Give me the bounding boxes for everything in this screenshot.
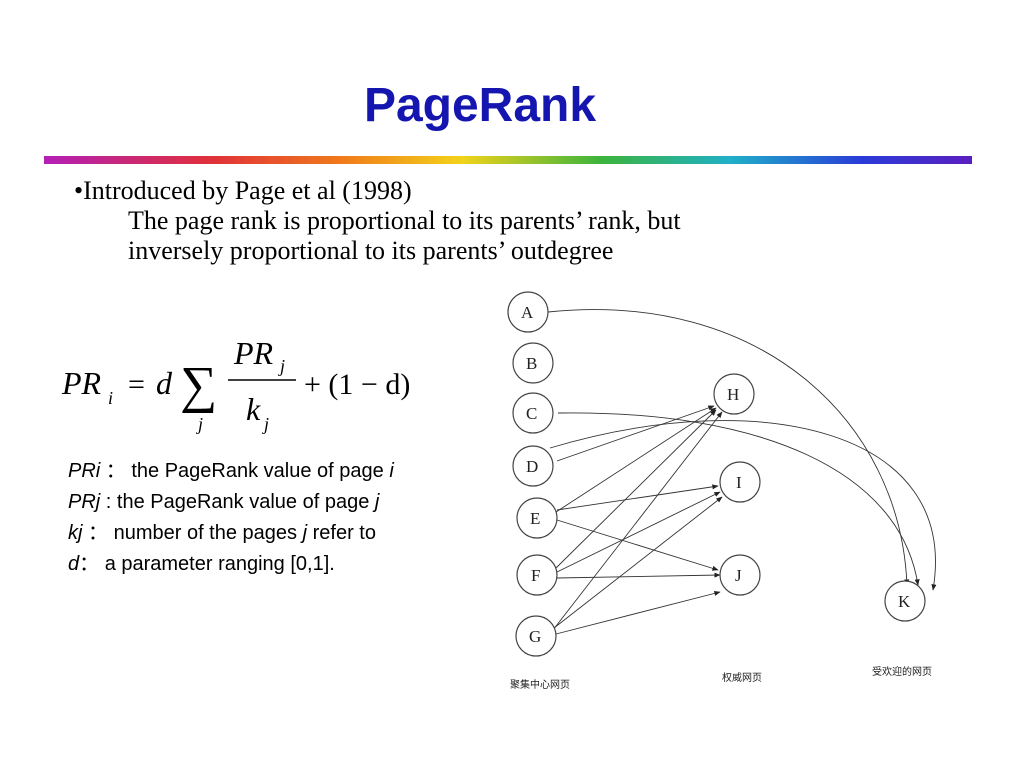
formula-sigma: ∑ bbox=[180, 357, 217, 414]
caption-popular-pages: 受欢迎的网页 bbox=[872, 665, 932, 678]
edge-a-k bbox=[547, 309, 910, 586]
edge-g-j bbox=[555, 590, 721, 635]
node-i: I bbox=[719, 461, 761, 503]
node-g: G bbox=[515, 615, 557, 657]
definition-kj: kj ： number of the pages j refer to bbox=[68, 522, 376, 544]
formula-lhs: PR bbox=[61, 365, 102, 401]
svg-text:C: C bbox=[526, 404, 537, 423]
edge-e-i bbox=[556, 484, 719, 511]
edge-f-j bbox=[556, 572, 721, 579]
formula-denominator-sub: j bbox=[262, 414, 269, 434]
svg-text:I: I bbox=[736, 473, 742, 492]
node-j: J bbox=[719, 554, 761, 596]
edge-g-h bbox=[552, 411, 723, 631]
node-f: F bbox=[516, 554, 558, 596]
slide-title: PageRank bbox=[363, 79, 597, 132]
pagerank-formula: PR i = d ∑ j PR j k j + (1 − d) bbox=[61, 335, 410, 434]
svg-text:F: F bbox=[531, 566, 540, 585]
bullet-body: The page rank is proportional to its par… bbox=[128, 206, 888, 266]
formula-equals: = bbox=[128, 368, 145, 401]
bullet-line-1: The page rank is proportional to its par… bbox=[128, 206, 681, 235]
formula-tail: + (1 − d) bbox=[304, 368, 410, 401]
node-b: B bbox=[512, 342, 554, 384]
svg-text:A: A bbox=[521, 303, 534, 322]
bullet-block: •Introduced by Page et al (1998) The pag… bbox=[74, 176, 888, 266]
link-graph-diagram: A B C D E F G H I J K 聚集中心网页 权威网页 受欢迎的网页 bbox=[507, 291, 937, 691]
node-e: E bbox=[516, 497, 558, 539]
title-divider bbox=[44, 156, 972, 164]
formula-denominator: k bbox=[246, 391, 261, 427]
formula-lhs-sub: i bbox=[108, 388, 113, 408]
svg-text:G: G bbox=[529, 627, 541, 646]
definition-prj: PRj : the PageRank value of page j bbox=[68, 491, 380, 513]
formula-numerator: PR bbox=[233, 335, 274, 371]
edge-d-h bbox=[556, 405, 715, 462]
formula-d: d bbox=[156, 365, 173, 401]
edge-e-h bbox=[555, 407, 717, 513]
caption-authority-pages: 权威网页 bbox=[722, 671, 762, 684]
edge-f-h bbox=[555, 409, 717, 569]
formula-sum-sub: j bbox=[196, 414, 203, 434]
node-k: K bbox=[884, 580, 926, 622]
edge-e-j bbox=[556, 519, 719, 571]
definitions: PRi ： the PageRank value of page i PRj :… bbox=[68, 456, 488, 580]
svg-text:D: D bbox=[526, 457, 538, 476]
edge-c-k bbox=[557, 412, 920, 586]
edge-f-i bbox=[556, 491, 721, 573]
node-h: H bbox=[713, 373, 755, 415]
bullet-line-2: inversely proportional to its parents’ o… bbox=[128, 236, 614, 265]
edge-d-k bbox=[549, 420, 937, 591]
bullet-heading: •Introduced by Page et al (1998) bbox=[74, 176, 412, 205]
svg-text:H: H bbox=[727, 385, 739, 404]
svg-text:J: J bbox=[735, 566, 742, 585]
graph-edges bbox=[547, 309, 937, 635]
node-c: C bbox=[512, 392, 554, 434]
formula-numerator-sub: j bbox=[278, 356, 285, 376]
definition-d: d： a parameter ranging [0,1]. bbox=[68, 553, 335, 575]
svg-text:K: K bbox=[898, 592, 911, 611]
edge-g-i bbox=[553, 496, 723, 629]
caption-hub-pages: 聚集中心网页 bbox=[510, 678, 570, 691]
definition-pri: PRi ： the PageRank value of page i bbox=[68, 460, 394, 482]
node-a: A bbox=[507, 291, 549, 333]
svg-text:E: E bbox=[530, 509, 540, 528]
node-d: D bbox=[512, 445, 554, 487]
svg-text:B: B bbox=[526, 354, 537, 373]
